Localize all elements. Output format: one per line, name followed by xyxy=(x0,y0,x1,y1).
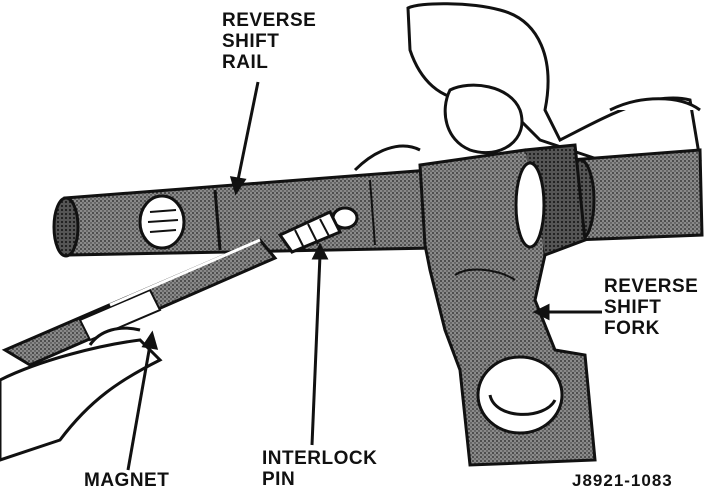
label-line: RAIL xyxy=(222,52,269,73)
reverse-shift-fork xyxy=(418,143,597,467)
label-line: FORK xyxy=(604,318,660,339)
magnet-label: MAGNET xyxy=(84,470,170,491)
pin-leader xyxy=(310,254,322,446)
reverse-shift-fork-label: REVERSE SHIFT FORK xyxy=(604,276,698,339)
hand-lower xyxy=(0,326,163,462)
label-line: REVERSE xyxy=(604,276,699,297)
interlock-pin xyxy=(277,210,343,254)
leader-lines xyxy=(126,81,602,471)
magnet xyxy=(1,238,278,367)
label-line: PIN xyxy=(262,469,296,490)
magnet-leader xyxy=(126,344,152,471)
reverse-shift-rail xyxy=(52,148,704,258)
rail-leader xyxy=(236,81,260,181)
label-line: SHIFT xyxy=(222,31,280,52)
label-line: REVERSE xyxy=(222,10,317,31)
label-line: SHIFT xyxy=(604,297,662,318)
interlock-pin-label: INTERLOCK PIN xyxy=(262,448,377,490)
reverse-shift-rail-label: REVERSE SHIFT RAIL xyxy=(222,10,316,73)
hand-upper xyxy=(353,2,702,177)
figure-code: J8921-1083 xyxy=(572,471,673,490)
label-line: INTERLOCK xyxy=(262,448,378,469)
